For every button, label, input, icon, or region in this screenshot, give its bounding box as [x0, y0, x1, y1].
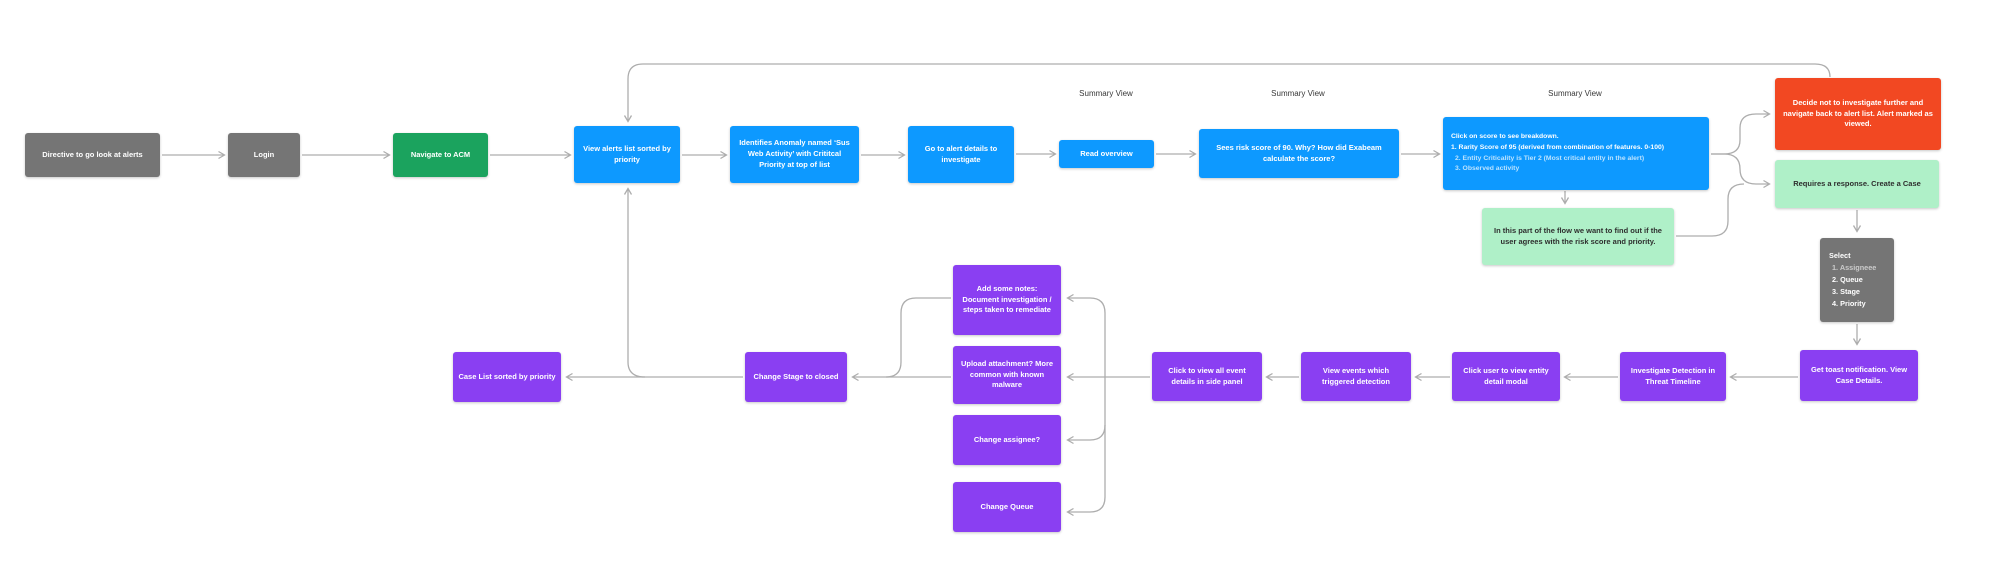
- node-directive[interactable]: Directive to go look at alerts: [25, 133, 160, 177]
- connector-decide-loopback-viewalerts: [623, 63, 1831, 123]
- connector-breakdown-requires: [1711, 153, 1771, 189]
- node-toast[interactable]: Get toast notification. View Case Detail…: [1800, 350, 1918, 401]
- node-identifies-anomaly-label: Identifies Anomaly named ‘Sus Web Activi…: [739, 138, 850, 169]
- node-identifies-anomaly[interactable]: Identifies Anomaly named ‘Sus Web Activi…: [730, 126, 859, 183]
- node-requires-response[interactable]: Requires a response. Create a Case: [1775, 160, 1939, 208]
- node-score-breakdown-title: Click on score to see breakdown.: [1451, 132, 1559, 140]
- connector-fan-changeassignee: [1066, 424, 1106, 445]
- node-navigate-acm[interactable]: Navigate to ACM: [393, 133, 488, 177]
- summary-view-label-1[interactable]: Summary View: [1079, 89, 1133, 98]
- node-click-user[interactable]: Click user to view entity detail modal: [1452, 352, 1560, 401]
- connector-note-join: [1676, 183, 1745, 237]
- node-click-view-details[interactable]: Click to view all event details in side …: [1152, 352, 1262, 401]
- summary-view-label-2[interactable]: Summary View: [1271, 89, 1325, 98]
- node-case-list-label: Case List sorted by priority: [458, 371, 556, 381]
- node-click-user-label: Click user to view entity detail modal: [1463, 365, 1549, 386]
- node-score-breakdown-item-2: 2. Entity Criticality is Tier 2 (Most cr…: [1455, 154, 1645, 162]
- connector-breakdown-decide: [1711, 109, 1771, 155]
- node-select-item-2: 2. Queue: [1832, 274, 1863, 284]
- node-read-overview[interactable]: Read overview: [1059, 140, 1154, 168]
- node-login[interactable]: Login: [228, 133, 300, 177]
- node-investigate-detection[interactable]: Investigate Detection in Threat Timeline: [1620, 352, 1726, 401]
- node-decide-not-investigate[interactable]: Decide not to investigate further and na…: [1775, 78, 1941, 150]
- node-toast-label: Get toast notification. View Case Detail…: [1810, 364, 1908, 385]
- node-add-notes-label: Add some notes: Document investigation /…: [962, 283, 1052, 315]
- connector-fan-changequeue: [1066, 377, 1106, 517]
- node-requires-response-label: Requires a response. Create a Case: [1793, 178, 1921, 188]
- node-note-agreement[interactable]: In this part of the flow we want to find…: [1482, 208, 1674, 265]
- node-change-queue[interactable]: Change Queue: [953, 482, 1061, 532]
- node-score-breakdown[interactable]: Click on score to see breakdown. 1. Rari…: [1443, 117, 1709, 190]
- node-view-alerts[interactable]: View alerts list sorted by priority: [574, 126, 680, 183]
- node-sees-risk-score[interactable]: Sees risk score of 90. Why? How did Exab…: [1199, 129, 1399, 178]
- node-change-assignee[interactable]: Change assignee?: [953, 415, 1061, 465]
- node-add-notes[interactable]: Add some notes: Document investigation /…: [953, 265, 1061, 335]
- node-upload-attachment-label: Upload attachment? More common with know…: [960, 358, 1054, 390]
- node-select-title: Select: [1829, 250, 1851, 260]
- node-click-view-details-label: Click to view all event details in side …: [1168, 365, 1246, 386]
- node-select[interactable]: Select 1. Assigneee 2. Queue 3. Stage 4.…: [1820, 238, 1894, 322]
- connector-changestage-loopback-viewalerts: [623, 187, 646, 378]
- connector-addnotes-join: [885, 297, 951, 378]
- node-view-events-label: View events which triggered detection: [1322, 365, 1390, 386]
- node-directive-label: Directive to go look at alerts: [42, 149, 143, 159]
- summary-view-label-3[interactable]: Summary View: [1548, 89, 1602, 98]
- node-change-queue-label: Change Queue: [980, 501, 1034, 511]
- connector-fan-addnotes: [1066, 293, 1106, 377]
- node-read-overview-label: Read overview: [1080, 148, 1133, 158]
- node-decide-not-investigate-label: Decide not to investigate further and na…: [1783, 97, 1933, 129]
- node-view-alerts-label: View alerts list sorted by priority: [583, 143, 671, 164]
- node-change-assignee-label: Change assignee?: [973, 434, 1041, 444]
- node-login-label: Login: [253, 149, 275, 159]
- node-go-to-alert[interactable]: Go to alert details to investigate: [908, 126, 1014, 183]
- node-select-item-3: 3. Stage: [1832, 287, 1860, 297]
- node-change-stage-label: Change Stage to closed: [753, 371, 839, 381]
- node-select-item-4: 4. Priority: [1832, 299, 1866, 309]
- node-score-breakdown-item-3: 3. Observed activity: [1455, 165, 1520, 173]
- node-score-breakdown-item-1: 1. Rarity Score of 95 (derived from comb…: [1451, 143, 1665, 151]
- node-view-events[interactable]: View events which triggered detection: [1301, 352, 1411, 401]
- node-case-list[interactable]: Case List sorted by priority: [453, 352, 561, 402]
- node-change-stage[interactable]: Change Stage to closed: [745, 352, 847, 402]
- node-upload-attachment[interactable]: Upload attachment? More common with know…: [953, 346, 1061, 404]
- node-go-to-alert-label: Go to alert details to investigate: [924, 143, 998, 164]
- node-select-item-1: 1. Assigneee: [1832, 262, 1877, 272]
- node-navigate-acm-label: Navigate to ACM: [410, 149, 471, 159]
- node-investigate-detection-label: Investigate Detection in Threat Timeline: [1630, 365, 1716, 386]
- node-sees-risk-score-label: Sees risk score of 90. Why? How did Exab…: [1216, 142, 1382, 163]
- node-note-agreement-label: In this part of the flow we want to find…: [1494, 225, 1662, 246]
